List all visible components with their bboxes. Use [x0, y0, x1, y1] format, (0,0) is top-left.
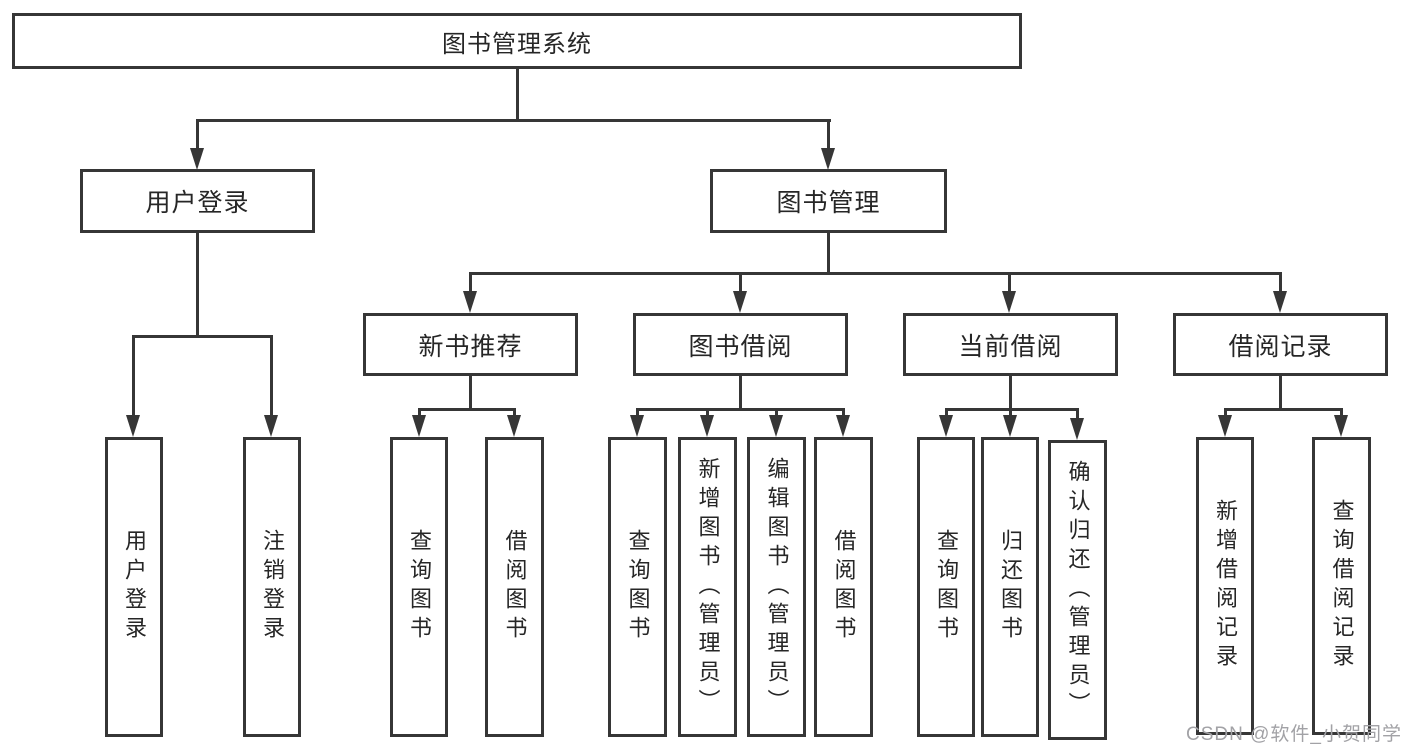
connector: [739, 272, 742, 293]
connector: [1224, 408, 1227, 417]
leaf-add-books-admin: 新增图书（管理员）: [678, 437, 737, 737]
watermark: CSDN @软件_小贺同学: [1186, 724, 1402, 745]
arrow-down-icon: [1002, 291, 1016, 313]
node-label: 新增图书（管理员）: [695, 456, 721, 718]
connector: [513, 408, 516, 417]
node-label: 查询借阅记录: [1329, 499, 1355, 673]
arrow-down-icon: [1070, 418, 1084, 440]
arrow-down-icon: [733, 291, 747, 313]
connector: [1009, 376, 1012, 410]
connector: [1224, 408, 1342, 411]
connector: [636, 408, 845, 411]
arrow-down-icon: [126, 415, 140, 437]
node-current-borrowing: 当前借阅: [903, 313, 1118, 376]
node-label: 新书推荐: [418, 332, 523, 361]
node-label: 编辑图书（管理员）: [764, 456, 790, 718]
connector: [1279, 376, 1282, 410]
arrow-down-icon: [412, 415, 426, 437]
connector: [1340, 408, 1343, 417]
connector: [132, 335, 273, 338]
node-label: 图书管理系统: [442, 30, 592, 58]
leaf-borrow-books-borrowing: 借阅图书: [814, 437, 873, 737]
arrow-down-icon: [264, 415, 278, 437]
arrow-down-icon: [190, 148, 204, 170]
connector: [418, 408, 516, 411]
node-label: 当前借阅: [958, 332, 1063, 361]
leaf-query-books-recommend: 查询图书: [390, 437, 448, 737]
leaf-query-borrow-record: 查询借阅记录: [1312, 437, 1371, 735]
connector: [636, 408, 639, 417]
node-label: 新增借阅记录: [1213, 499, 1238, 673]
connector: [132, 335, 135, 417]
node-book-borrowing: 图书借阅: [633, 313, 848, 376]
connector: [196, 119, 831, 122]
arrow-down-icon: [1334, 415, 1348, 437]
arrow-down-icon: [939, 415, 953, 437]
arrow-down-icon: [700, 415, 714, 437]
connector: [469, 272, 472, 293]
connector: [775, 408, 778, 417]
leaf-query-books-borrowing: 查询图书: [608, 437, 667, 737]
connector: [469, 376, 472, 410]
node-label: 图书借阅: [688, 332, 793, 361]
connector: [827, 119, 830, 150]
connector: [1009, 408, 1012, 417]
leaf-return-books: 归还图书: [981, 437, 1039, 737]
connector: [196, 233, 199, 337]
arrow-down-icon: [630, 415, 644, 437]
leaf-edit-books-admin: 编辑图书（管理员）: [747, 437, 806, 737]
node-label: 借阅记录: [1228, 332, 1333, 361]
node-label: 确认归还（管理员）: [1065, 459, 1091, 721]
node-label: 查询图书: [934, 529, 959, 645]
connector: [945, 408, 948, 417]
leaf-confirm-return-admin: 确认归还（管理员）: [1048, 440, 1107, 740]
leaf-query-books-current: 查询图书: [917, 437, 975, 737]
arrow-down-icon: [821, 148, 835, 170]
leaf-user-login: 用户登录: [105, 437, 163, 737]
arrow-down-icon: [507, 415, 521, 437]
node-borrowing-records: 借阅记录: [1173, 313, 1388, 376]
connector: [706, 408, 709, 417]
connector: [1008, 272, 1011, 293]
connector: [842, 408, 845, 417]
node-library-system: 图书管理系统: [12, 13, 1022, 69]
connector: [196, 119, 199, 150]
arrow-down-icon: [463, 291, 477, 313]
node-new-book-recommend: 新书推荐: [363, 313, 578, 376]
node-user-login: 用户登录: [80, 169, 315, 233]
node-label: 查询图书: [625, 529, 651, 645]
connector: [1076, 408, 1079, 420]
connector: [827, 233, 830, 274]
arrow-down-icon: [836, 415, 850, 437]
node-label: 注销登录: [260, 529, 285, 645]
leaf-borrow-books-recommend: 借阅图书: [485, 437, 544, 737]
node-label: 归还图书: [998, 529, 1023, 645]
node-label: 查询图书: [407, 529, 432, 645]
connector: [469, 272, 1282, 275]
node-label: 借阅图书: [831, 529, 857, 645]
node-label: 用户登录: [122, 529, 147, 645]
leaf-logout-login: 注销登录: [243, 437, 301, 737]
arrow-down-icon: [769, 415, 783, 437]
connector: [739, 376, 742, 410]
connector: [1279, 272, 1282, 293]
connector: [516, 68, 519, 121]
arrow-down-icon: [1003, 415, 1017, 437]
connector: [418, 408, 421, 417]
node-label: 借阅图书: [502, 529, 528, 645]
node-book-management: 图书管理: [710, 169, 947, 233]
arrow-down-icon: [1273, 291, 1287, 313]
node-label: 用户登录: [145, 189, 250, 217]
arrow-down-icon: [1218, 415, 1232, 437]
leaf-add-borrow-record: 新增借阅记录: [1196, 437, 1254, 735]
connector: [270, 335, 273, 417]
node-label: 图书管理: [776, 189, 881, 217]
connector: [945, 408, 1079, 411]
